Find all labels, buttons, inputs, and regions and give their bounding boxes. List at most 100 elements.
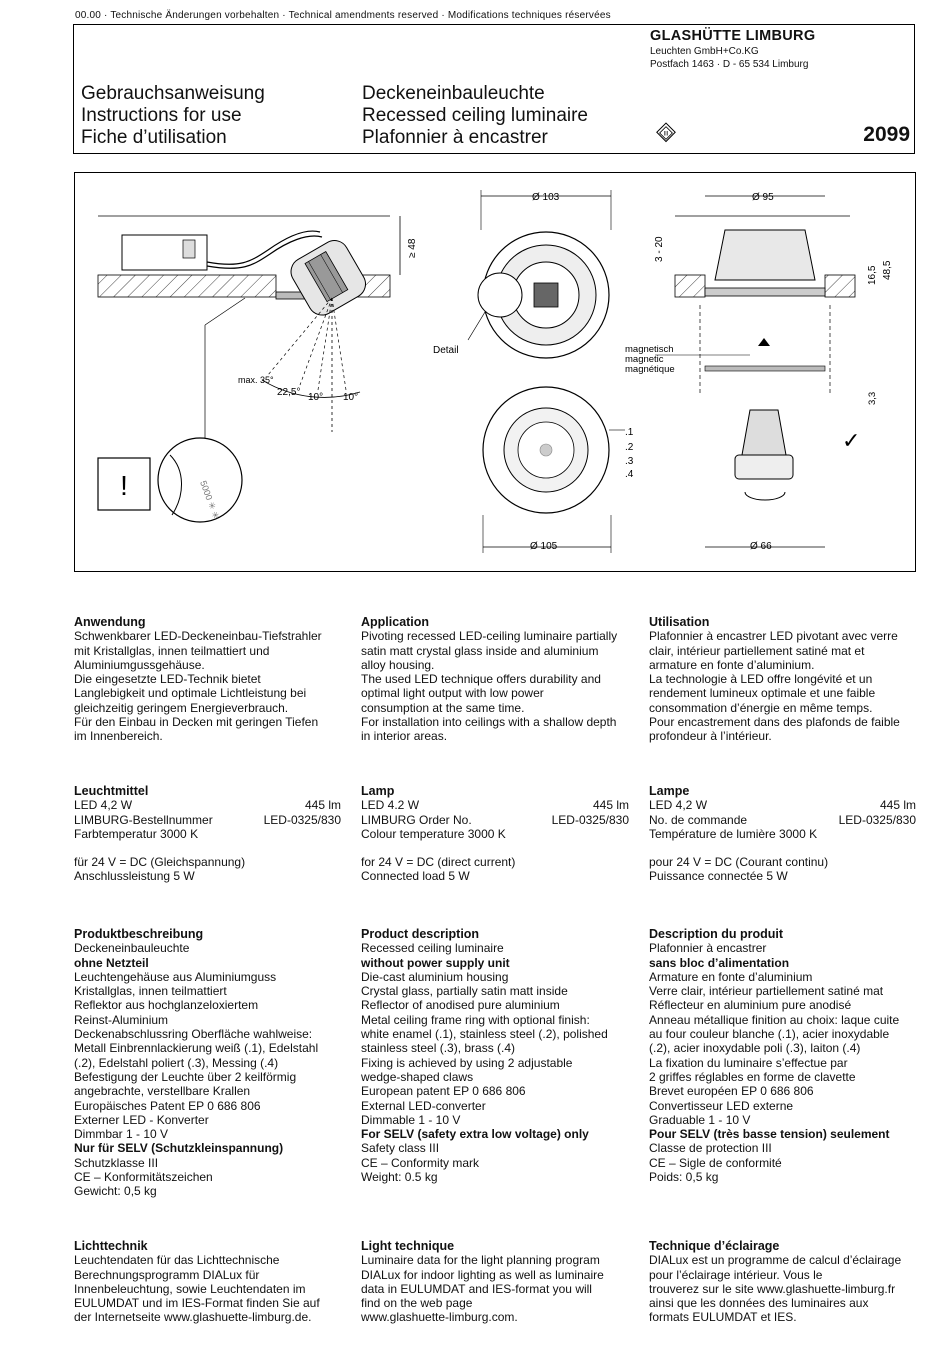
magnet-de: magnetisch — [625, 344, 674, 355]
app-line: profondeur à l’intérieur. — [649, 729, 772, 744]
color-temp: Farbtemperatur 3000 K — [74, 826, 199, 841]
app-line: clair, intérieur partiellement satiné ma… — [649, 643, 865, 658]
product-desc-line: Crystal glass, partially satin matt insi… — [361, 984, 568, 999]
product-desc-line: External LED-converter — [361, 1098, 486, 1113]
product-desc-line: au four couleur blanche (.1), acier inox… — [649, 1027, 890, 1042]
variant-3: .3 — [625, 456, 634, 467]
app-line: For installation into ceilings with a sh… — [361, 715, 617, 730]
dim-d103: Ø 103 — [532, 192, 560, 203]
app-line: Pour encastrement dans des plafonds de f… — [649, 715, 900, 730]
cable — [206, 230, 321, 265]
light-line: EULUMDAT und im IES-Format finden Sie au… — [74, 1296, 320, 1311]
doc-title-fr: Fiche d’utilisation — [81, 127, 227, 148]
product-desc-line: Gewicht: 0,5 kg — [74, 1184, 157, 1199]
product-desc-line: Weight: 0.5 kg — [361, 1170, 438, 1185]
light-title-en: Light technique — [361, 1239, 455, 1253]
light-line: Innenbeleuchtung, sowie Leuchtendaten im — [74, 1281, 306, 1296]
technical-drawing-box — [74, 172, 916, 572]
magnet-fr: magnétique — [625, 364, 675, 375]
product-desc-line: CE – Konformitätszeichen — [74, 1170, 213, 1185]
doc-title-group: Gebrauchsanweisung Instructions for use … — [81, 83, 265, 149]
product-desc-line: La fixation du luminaire s’effectue par — [649, 1055, 848, 1070]
product-desc-line: Dimmbar 1 - 10 V — [74, 1127, 169, 1142]
variant-4: .4 — [625, 469, 634, 480]
dim-3-20: 3 - 20 — [654, 236, 665, 262]
lamp-value: 445 lm — [592, 798, 629, 813]
app-line: Die eingesetzte LED-Technik bietet — [74, 672, 261, 687]
lamp-spec: LIMBURG Order No. — [361, 812, 472, 827]
insert-lamp — [741, 409, 787, 456]
light-line: www.glashuette-limburg.com. — [361, 1310, 518, 1325]
connected-load: Anschlussleistung 5 W — [74, 869, 195, 884]
product-title-group: Deckeneinbauleuchte Recessed ceiling lum… — [362, 83, 588, 149]
lamp-spec: LED 4,2 W — [649, 798, 708, 813]
app-line: consumption at the same time. — [361, 700, 525, 715]
light-line: Luminaire data for the light planning pr… — [361, 1253, 600, 1268]
light-line: Leuchtendaten für das Lichttechnische — [74, 1253, 280, 1268]
app-line: Pivoting recessed LED-ceiling luminaire … — [361, 629, 618, 644]
product-desc-line: Brevet européen EP 0 686 806 — [649, 1084, 814, 1099]
product-desc-line: Reflector of anodised pure aluminium — [361, 998, 560, 1013]
col-de-light: Lichttechnik Leuchtendaten für das Licht… — [74, 1239, 349, 1325]
product-desc-line: Befestigung der Leuchte über 2 keilförmi… — [74, 1069, 297, 1084]
product-desc-line: Reinst-Aluminium — [74, 1012, 169, 1027]
light-line: der Internetseite www.glashuette-limburg… — [74, 1310, 312, 1325]
app-line: rendement lumineux optimale et une faibl… — [649, 686, 876, 701]
dim-d66: Ø 66 — [750, 541, 772, 552]
voltage: pour 24 V = DC (Courant continu) — [649, 855, 829, 870]
lamp-row: LIMBURG Order No.LED-0325/830 — [361, 813, 629, 827]
product-desc-line: Die-cast aluminium housing — [361, 969, 509, 984]
light-title-fr: Technique d’éclairage — [649, 1239, 780, 1253]
doc-title-de: Gebrauchsanweisung — [81, 83, 265, 104]
dim-16-5: 16,5 — [867, 265, 878, 285]
protection-class-icon: III — [656, 122, 676, 143]
product-desc-line: CE – Sigle de conformité — [649, 1155, 782, 1170]
light-line: Berechnungsprogramm DIALux für — [74, 1267, 260, 1282]
app-line: alloy housing. — [361, 657, 435, 672]
app-line: armature en fonte d’aluminium. — [649, 657, 815, 672]
product-desc-line: Verre clair, intérieur partiellement sat… — [649, 984, 884, 999]
lamp-value: LED-0325/830 — [838, 812, 916, 827]
product-desc-line: Poids: 0,5 kg — [649, 1170, 719, 1185]
product-desc-line: 2 griffes réglables en forme de clavette — [649, 1069, 856, 1084]
angle-max35: max. 35° — [238, 375, 274, 385]
lamp-title-de: Leuchtmittel — [74, 784, 149, 798]
brand-postal: Postfach 1463 · D - 65 534 Limburg — [650, 59, 809, 70]
connected-load: Puissance connectée 5 W — [649, 869, 788, 884]
product-desc-line: Recessed ceiling luminaire — [361, 941, 504, 956]
col-fr-product: Description du produit Plafonnier à enca… — [649, 927, 924, 1184]
application-title-en: Application — [361, 615, 430, 629]
light-line: find on the web page — [361, 1296, 473, 1311]
app-line: Aluminiumgussgehäuse. — [74, 657, 205, 672]
lamp-title-fr: Lampe — [649, 784, 690, 798]
product-desc-line: Graduable 1 - 10 V — [649, 1112, 751, 1127]
ceiling-hatch-left — [97, 274, 277, 298]
product-desc-line: Convertisseur LED externe — [649, 1098, 794, 1113]
magnet-en: magnetic — [625, 354, 664, 365]
app-line: consommation d’énergie en même temps. — [649, 700, 873, 715]
app-line: Für den Einbau in Decken mit geringen Ti… — [74, 715, 319, 730]
detail-circle — [477, 272, 523, 318]
product-desc-line: Deckeneinbauleuchte — [74, 941, 190, 956]
angle-22-5: 22,5° — [277, 387, 300, 398]
lamp-spec: LIMBURG-Bestellnummer — [74, 812, 213, 827]
product-desc-line: Anneau métallique finition au choix: laq… — [649, 1012, 900, 1027]
dim-min48: ≥ 48 — [407, 238, 418, 258]
product-desc-line: stainless steel (.3), brass (.4) — [361, 1041, 516, 1056]
product-title-de: Deckeneinbauleuchte — [362, 83, 545, 104]
app-line: satin matt crystal glass inside and alum… — [361, 643, 599, 658]
color-temp: Température de lumière 3000 K — [649, 826, 818, 841]
color-temp: Colour temperature 3000 K — [361, 826, 506, 841]
application-title-fr: Utilisation — [649, 615, 710, 629]
detail-label: Detail — [433, 345, 459, 356]
brand-name: GLASHÜTTE LIMBURG — [650, 28, 816, 44]
app-line: Langlebigkeit und optimale Lichtleistung… — [74, 686, 307, 701]
